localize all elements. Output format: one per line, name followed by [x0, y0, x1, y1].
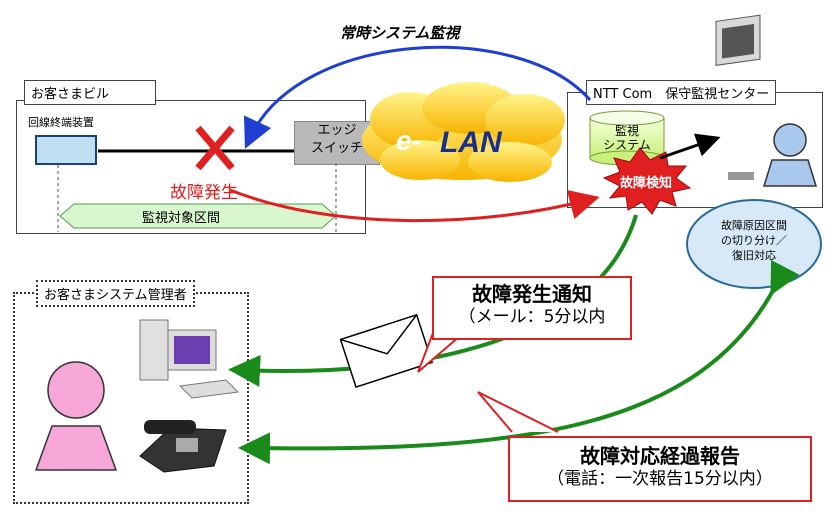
- system-label-2: システム: [603, 138, 651, 152]
- customer-admin-title: お客さまシステム管理者: [36, 280, 195, 307]
- ntt-center-title: NTT Com 保守監視センター: [586, 80, 777, 105]
- edge-switch-line2: スイッチ: [310, 141, 363, 156]
- notify-title: 故障発生通知: [472, 282, 592, 306]
- report-arrow: [238, 259, 800, 465]
- detect-label: 故障検知: [620, 176, 673, 191]
- isolation-label: 故障原因区間 の切り分け／ 復旧対応: [696, 218, 812, 263]
- monitoring-system-label: 監視 システム: [590, 124, 664, 152]
- report-title: 故障対応経過報告: [580, 444, 740, 468]
- report-detail: （電話：一次報告15分以内）: [547, 469, 773, 489]
- admin-person-icon: [34, 361, 118, 471]
- monitoring-arc: [243, 45, 592, 149]
- isolation-line-3: 復旧対応: [732, 249, 776, 262]
- operator-person-icon: [762, 123, 818, 187]
- monitoring-label: 常時システム監視: [340, 24, 460, 42]
- customer-building-title: お客さまビル: [24, 80, 156, 105]
- monitor-range-label: 監視対象区間: [142, 211, 221, 226]
- report-pointer: [477, 391, 559, 433]
- line-terminal-label: 回線終端装置: [28, 116, 94, 129]
- notify-detail: （メール：5分以内: [458, 307, 606, 327]
- notify-callout: 故障発生通知 （メール：5分以内: [432, 276, 632, 340]
- detect-burst: [602, 147, 692, 215]
- operator-monitor-icon: [715, 14, 761, 180]
- failure-label: 故障発生: [170, 183, 238, 203]
- failure-arrow: [229, 188, 600, 223]
- report-callout: 故障対応経過報告 （電話：一次報告15分以内）: [508, 436, 812, 502]
- envelope-icon: [339, 313, 434, 389]
- system-label-1: 監視: [614, 124, 639, 138]
- failure-x-icon: [195, 125, 235, 171]
- evlan-logo-lan: LAN: [440, 126, 503, 159]
- customer-pc-icon: [139, 319, 240, 399]
- line-terminal-device: [35, 135, 97, 165]
- edge-switch-line1: エッジ: [317, 123, 357, 138]
- evlan-logo: e-: [396, 125, 421, 156]
- isolation-line-2: の切り分け／: [721, 234, 787, 247]
- isolation-line-1: 故障原因区間: [721, 219, 787, 232]
- telephone-icon: [139, 420, 227, 473]
- evlan-cloud: [362, 82, 565, 182]
